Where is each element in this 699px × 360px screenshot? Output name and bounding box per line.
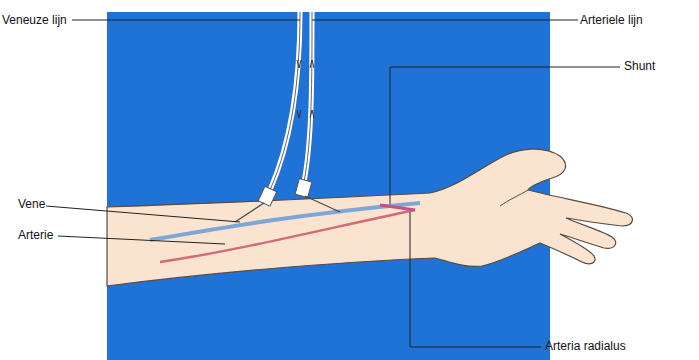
leader-line (58, 236, 225, 244)
part-label: Shunt (624, 59, 655, 73)
needle-hub (295, 179, 312, 198)
shunt-vessel (380, 205, 415, 210)
leader-line (390, 67, 620, 204)
needle-hub (258, 186, 277, 206)
flow-arrows (310, 60, 314, 118)
venous-tube-edge (270, 12, 300, 190)
part-label: Arteria radialus (545, 339, 626, 353)
vein-vessel (150, 203, 420, 240)
part-label: Veneuze lijn (2, 13, 67, 27)
artery-vessel (160, 210, 415, 262)
needle (305, 196, 340, 212)
flow-arrows (297, 60, 301, 118)
venous-tube (270, 12, 300, 190)
leader-line (410, 212, 541, 347)
leader-line (312, 20, 578, 21)
leader-line (46, 206, 240, 222)
arterial-tube (304, 12, 312, 182)
arterial-tube-edge (304, 12, 312, 182)
leader-line (72, 20, 300, 21)
part-label: Arteriele lijn (580, 13, 643, 27)
part-label: Arterie (18, 228, 53, 242)
needle (235, 203, 264, 222)
part-label: Vene (18, 197, 45, 211)
thumb-crease (500, 190, 528, 206)
